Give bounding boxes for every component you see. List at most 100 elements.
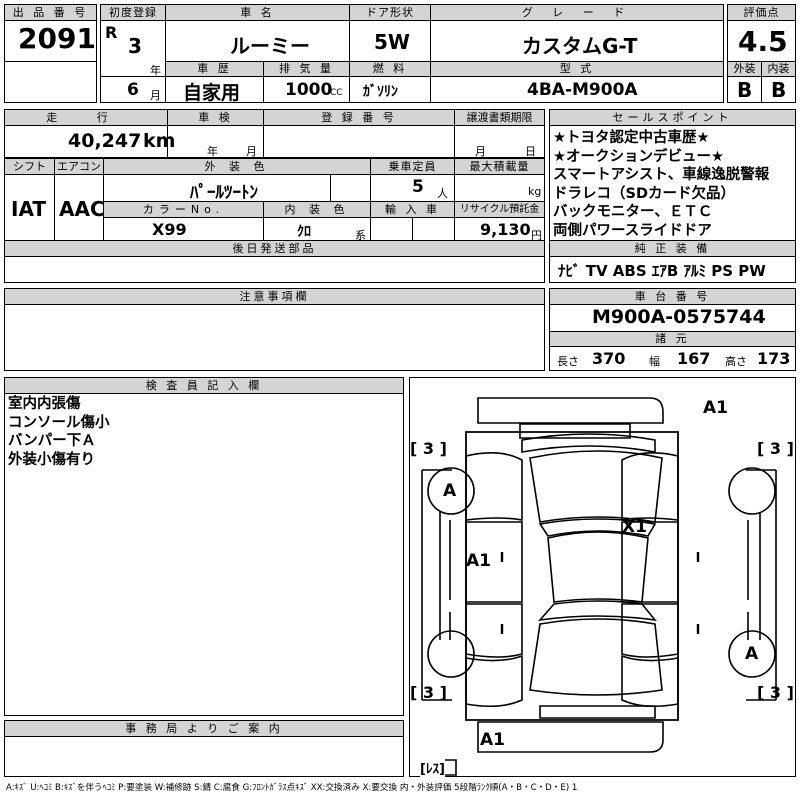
year-value: 3 (128, 34, 142, 58)
left-rear-quarter (465, 654, 523, 708)
windshield (538, 518, 657, 537)
front-left-wheel (427, 467, 475, 515)
mark-3-bottom-right: [ 3 ] (757, 683, 794, 702)
mark-x1: X1 (622, 517, 647, 537)
std-equip-value: ﾅﾋﾞ TV ABS ｴｱB ｱﾙﾐ PS PW (558, 262, 766, 280)
office-cell (4, 736, 404, 777)
exterior-grade-value: B (737, 78, 753, 102)
sales-point-item: スマートアシスト、車線逸脱警報 (553, 167, 770, 183)
deadline-day-unit: 日 (525, 145, 536, 158)
int-color-header: 内 装 色 (263, 201, 371, 218)
inspector-notes-list: 室内内張傷 コンソール傷小 バンパー下Ａ 外装小傷有り (8, 395, 110, 469)
displacement-value: 1000 (285, 80, 333, 100)
exterior-header: 外装 (727, 61, 762, 77)
int-color-unit: 系 (355, 229, 366, 242)
chassis-no-value: M900A-0575744 (592, 306, 766, 328)
color-no-header: カラーNo. (103, 201, 264, 218)
sales-point-item: 両側パワースライドドア (553, 222, 712, 239)
inspection-month-unit: 月 (246, 145, 257, 158)
aircon-value: AAC (59, 197, 105, 221)
mark-a1-left: A1 (466, 551, 491, 571)
hood-panel (529, 450, 663, 523)
mark-a-rear-right-wheel: A (745, 644, 759, 664)
rear-glass (537, 600, 657, 622)
mark-a1-bottom: A1 (480, 730, 505, 750)
score-value: 4.5 (738, 25, 788, 58)
mark-a-front-left-wheel: A (443, 481, 457, 501)
left-front-fender (465, 452, 523, 521)
sales-point-item: ドラレコ（SDカード欠品） (553, 185, 735, 202)
sales-point-item: バックモニター、ＥＴＣ (553, 204, 713, 220)
dims-cell (549, 346, 796, 371)
score-header: 評価点 (727, 4, 796, 21)
mileage-value: 40,247 (68, 130, 142, 152)
mark-less: [ﾚｽ] (420, 758, 445, 777)
door-value: 5W (374, 30, 410, 54)
lot-no-blank-cell (4, 61, 97, 103)
sales-point-item: ★オークションデビュー★ (553, 148, 724, 165)
history-value: 自家用 (183, 82, 241, 104)
legend-text: A:ｷｽﾞ U:ﾍｺﾐ B:ｷｽﾞを伴うﾍｺﾐ P:要塗装 W:補修跡 S:錆 … (6, 783, 578, 793)
color-no-value: X99 (152, 220, 187, 239)
mark-3-top-left: [ 3 ] (410, 439, 447, 458)
right-front-fender (621, 452, 679, 521)
mark-3-bottom-left: [ 3 ] (410, 683, 447, 702)
reg-no-header: 登 録 番 号 (263, 109, 455, 126)
width-label: 幅 (649, 355, 660, 368)
rear-license-area (539, 705, 656, 719)
lot-no-value: 2091 (18, 22, 96, 55)
year-unit: 年 (150, 64, 161, 77)
era-value: R (105, 23, 118, 42)
aircon-header: エアコン (54, 158, 104, 175)
mileage-header: 走 行 (4, 109, 168, 126)
length-value: 370 (592, 349, 626, 368)
model-cell (430, 76, 724, 103)
grille (519, 423, 631, 439)
rear-bumper (477, 721, 664, 753)
inspection-year-unit: 年 (207, 145, 218, 158)
damage-diagram-panel (409, 377, 796, 777)
height-value: 173 (757, 349, 791, 368)
inspector-cell (4, 393, 404, 716)
right-rear-door (621, 603, 679, 658)
inspector-note: 室内内張傷 (8, 396, 81, 412)
car-name-value: ルーミー (230, 34, 310, 58)
sales-point-list: ★トヨタ認定中古車歴★ ★オークションデビュー★ スマートアシスト、車線逸脱警報… (553, 129, 769, 240)
inspector-note: コンソール傷小 (8, 414, 110, 431)
max-load-header: 最大積載量 (454, 158, 545, 175)
left-rear-door (465, 603, 523, 658)
interior-cell (761, 76, 796, 103)
sales-point-header: セールスポイント (549, 109, 796, 126)
grade-header: グ レ ー ド (430, 4, 724, 21)
max-load-unit: kg (528, 185, 542, 198)
month-value: 6 (127, 80, 139, 100)
tailgate (529, 618, 663, 696)
later-parts-cell (4, 256, 545, 283)
transfer-deadline-header: 譲渡書類期限 (454, 109, 545, 126)
inspector-note: バンパー下Ａ (8, 433, 96, 449)
capacity-unit: 人 (437, 187, 448, 200)
rear-right-wheel (728, 630, 776, 678)
ext-color-value: ﾊﾟｰﾙﾂｰﾄﾝ (190, 183, 258, 203)
rear-left-wheel (427, 630, 475, 678)
deadline-month-unit: 月 (475, 145, 486, 158)
fuel-header: 燃 料 (349, 61, 431, 77)
grade-value: カスタムG-T (522, 34, 638, 58)
std-equip-cell (549, 256, 796, 283)
right-front-door (621, 521, 679, 603)
mark-a1-top: A1 (703, 398, 728, 418)
import-header: 輸 入 車 (370, 201, 455, 218)
front-bumper (477, 397, 664, 424)
shift-value: IAT (11, 197, 47, 221)
recycle-value: 9,130 (480, 220, 531, 239)
right-rear-quarter (621, 654, 679, 708)
body-outline (465, 431, 679, 721)
mark-3-top-right: [ 3 ] (757, 439, 794, 458)
interior-grade-value: B (771, 78, 787, 102)
inspector-note: 外装小傷有り (8, 451, 95, 468)
fuel-value: ｶﾞｿﾘﾝ (363, 84, 398, 100)
width-value: 167 (677, 349, 711, 368)
later-parts-header: 後日発送部品 (4, 240, 545, 257)
left-side-profile (421, 469, 452, 701)
